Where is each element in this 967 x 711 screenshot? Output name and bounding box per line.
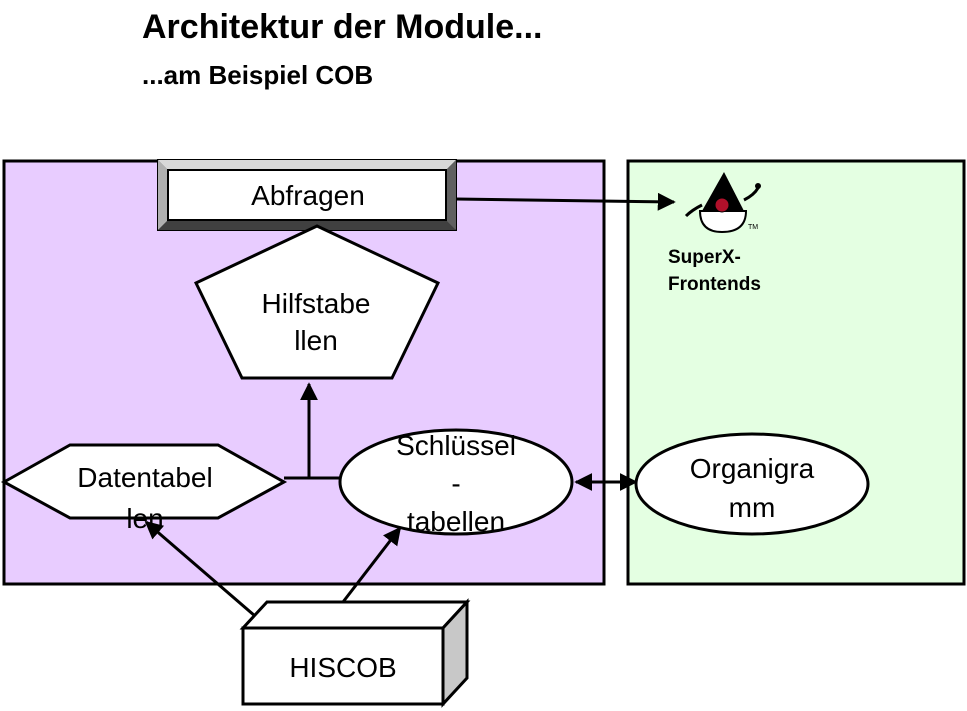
abfragen-label: Abfragen: [251, 180, 365, 211]
schluessel-label-line3: tabellen: [407, 506, 505, 537]
hilfstabellen-node: Hilfstabe llen: [193, 224, 441, 380]
datentabellen-label-line1: Datentabel: [77, 462, 212, 493]
schluesseltabellen-node: Schlüssel - tabellen: [338, 428, 574, 537]
superx-label-line1: SuperX-: [668, 247, 741, 268]
page-title: Architektur der Module...: [142, 8, 543, 46]
schluessel-label-line2: -: [451, 468, 460, 499]
datentabellen-node: Datentabel len: [0, 443, 288, 534]
hiscob-to-datentabellen-arrow: [144, 520, 263, 624]
hiscob-to-schluessel-arrow: [341, 526, 402, 603]
hilfstabellen-label-line2: llen: [294, 325, 338, 356]
organigramm-label-line1: Organigra: [690, 453, 815, 484]
schluessel-label-line1: Schlüssel: [396, 430, 516, 461]
organigramm-node: Organigra mm: [634, 432, 870, 536]
svg-text:TM: TM: [748, 224, 758, 231]
superx-label-line2: Frontends: [668, 274, 761, 295]
hiscob-node: HISCOB: [239, 598, 471, 708]
organigramm-label-line2: mm: [729, 492, 776, 523]
hiscob-label: HISCOB: [289, 652, 396, 683]
page-subtitle: ...am Beispiel COB: [142, 60, 374, 90]
datentabellen-label-line2: len: [126, 503, 163, 534]
java-duke-mascot-icon: TM: [684, 172, 761, 234]
abfragen-to-frontends-arrow: [455, 192, 676, 211]
hilfstabellen-label-line1: Hilfstabe: [262, 288, 371, 319]
abfragen-node: Abfragen: [157, 159, 457, 231]
